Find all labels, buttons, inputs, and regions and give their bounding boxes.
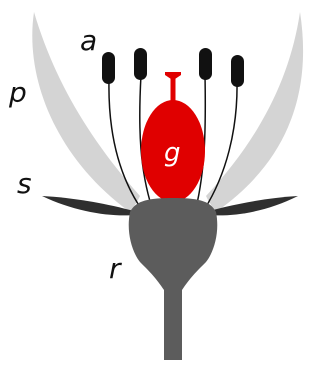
anther-2 <box>134 48 147 80</box>
anther-3 <box>199 48 212 80</box>
anther-4 <box>231 55 244 87</box>
receptacle-label: r <box>109 252 122 285</box>
anther-label: a <box>80 24 97 57</box>
petal-label: p <box>8 76 27 109</box>
gynoecium-label: g <box>164 138 181 168</box>
pistil <box>141 72 205 202</box>
petal-right <box>206 12 303 212</box>
anther-1 <box>102 52 115 84</box>
receptacle <box>129 198 218 360</box>
sepal-label: s <box>17 167 32 200</box>
style <box>171 77 176 103</box>
